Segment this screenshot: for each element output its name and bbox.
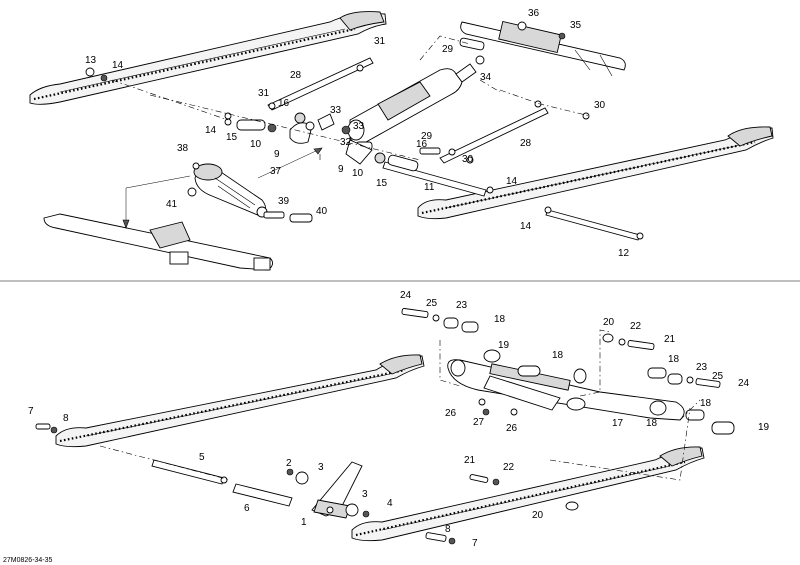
callout-top-29: 41 bbox=[166, 199, 178, 210]
top-assembly bbox=[29, 11, 774, 271]
callout-bottom-26: 1 bbox=[301, 517, 307, 528]
callout-bottom-25: 6 bbox=[244, 503, 250, 514]
callout-bottom-18: 18 bbox=[700, 398, 712, 409]
callout-bottom-2: 23 bbox=[456, 300, 468, 311]
callout-top-21: 38 bbox=[177, 143, 189, 154]
callout-top-9: 16 bbox=[278, 98, 290, 109]
callout-top-4: 29 bbox=[442, 44, 454, 55]
right-rail-top bbox=[417, 126, 774, 220]
callout-top-11: 30 bbox=[594, 100, 606, 111]
callout-top-12: 14 bbox=[205, 125, 217, 136]
callout-top-6: 35 bbox=[570, 20, 582, 31]
callout-top-7: 34 bbox=[480, 72, 492, 83]
callout-bottom-16: 27 bbox=[473, 417, 485, 428]
small-parts-bottom bbox=[35, 308, 735, 435]
callout-bottom-1: 25 bbox=[426, 298, 438, 309]
spring-bracket bbox=[286, 461, 370, 519]
callout-top-13: 15 bbox=[226, 132, 238, 143]
callout-bottom-5: 22 bbox=[630, 321, 642, 332]
callout-bottom-0: 24 bbox=[400, 290, 412, 301]
callout-top-10: 33 bbox=[330, 105, 342, 116]
callout-bottom-13: 7 bbox=[28, 406, 34, 417]
callout-bottom-33: 7 bbox=[472, 538, 478, 549]
callout-top-28: 14 bbox=[506, 176, 518, 187]
rear-arm-detail bbox=[43, 175, 273, 271]
callout-top-8: 31 bbox=[258, 88, 270, 99]
center-lines-top bbox=[111, 35, 591, 161]
callout-bottom-28: 4 bbox=[387, 498, 393, 509]
center-lines-bottom bbox=[99, 329, 701, 481]
callout-bottom-9: 18 bbox=[668, 354, 680, 365]
callout-top-24: 9 bbox=[338, 164, 344, 175]
bottom-assembly bbox=[35, 308, 735, 545]
callout-bottom-8: 18 bbox=[552, 350, 564, 361]
callout-top-0: 13 bbox=[85, 55, 97, 66]
callout-bottom-11: 25 bbox=[712, 371, 724, 382]
callout-bottom-7: 19 bbox=[498, 340, 510, 351]
callout-bottom-32: 8 bbox=[445, 524, 451, 535]
callout-top-1: 14 bbox=[112, 60, 124, 71]
callout-top-2: 31 bbox=[374, 36, 386, 47]
callout-top-14: 10 bbox=[250, 139, 262, 150]
small-parts-bottom-right bbox=[425, 474, 579, 545]
small-parts-top bbox=[85, 37, 644, 240]
callout-bottom-21: 19 bbox=[758, 422, 770, 433]
callout-bottom-31: 20 bbox=[532, 510, 544, 521]
callout-top-31: 40 bbox=[316, 206, 328, 217]
diagram-code: 27M0826-34-35 bbox=[3, 557, 53, 564]
callout-top-33: 12 bbox=[618, 248, 630, 259]
callout-top-25: 10 bbox=[352, 168, 364, 179]
callout-top-5: 36 bbox=[528, 8, 540, 19]
callout-top-18: 29 bbox=[421, 131, 433, 142]
left-rail-bottom bbox=[55, 354, 425, 448]
rods-bottom bbox=[151, 459, 293, 507]
callout-bottom-23: 2 bbox=[286, 458, 292, 469]
callout-top-30: 39 bbox=[278, 196, 290, 207]
callout-top-3: 28 bbox=[290, 70, 302, 81]
rods-top bbox=[267, 57, 641, 241]
callout-top-27: 11 bbox=[424, 182, 435, 193]
rear-shock bbox=[193, 163, 268, 218]
callout-bottom-10: 23 bbox=[696, 362, 708, 373]
callout-bottom-30: 22 bbox=[503, 462, 515, 473]
callout-top-32: 14 bbox=[520, 221, 532, 232]
callout-bottom-3: 18 bbox=[494, 314, 506, 325]
callout-top-16: 32 bbox=[340, 137, 352, 148]
callout-top-15: 9 bbox=[274, 149, 280, 160]
callout-bottom-22: 5 bbox=[199, 452, 205, 463]
callout-bottom-4: 20 bbox=[603, 317, 615, 328]
callout-bottom-6: 21 bbox=[664, 334, 676, 345]
callout-bottom-12: 24 bbox=[738, 378, 750, 389]
right-rail-bottom bbox=[351, 446, 705, 542]
callout-bottom-17: 26 bbox=[506, 423, 518, 434]
left-rail-top bbox=[29, 11, 387, 105]
callout-bottom-19: 17 bbox=[612, 418, 624, 429]
shock-absorber bbox=[347, 63, 477, 144]
callout-bottom-27: 3 bbox=[362, 489, 368, 500]
callout-top-19: 16 bbox=[416, 139, 428, 150]
callout-top-26: 15 bbox=[376, 178, 388, 189]
callout-top-20: 28 bbox=[520, 138, 532, 149]
callout-bottom-15: 26 bbox=[445, 408, 457, 419]
callout-bottom-14: 8 bbox=[63, 413, 69, 424]
front-arm bbox=[447, 359, 685, 421]
callout-top-17: 33 bbox=[353, 121, 365, 132]
callout-top-22: 37 bbox=[270, 166, 282, 177]
callout-top-23: 30 bbox=[462, 154, 474, 165]
upper-cross-tube bbox=[460, 20, 626, 77]
callout-bottom-24: 3 bbox=[318, 462, 324, 473]
callout-bottom-29: 21 bbox=[464, 455, 476, 466]
callout-bottom-20: 18 bbox=[646, 418, 658, 429]
